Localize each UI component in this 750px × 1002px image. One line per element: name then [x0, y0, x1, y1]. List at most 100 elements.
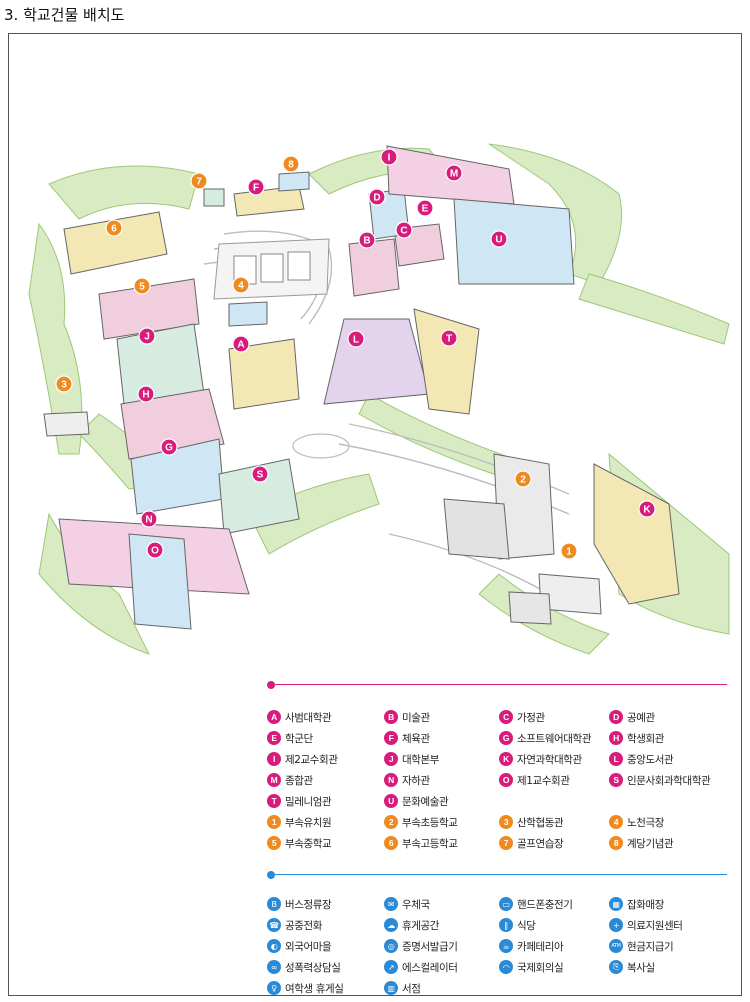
legend-facility-bookstore: ▥서점: [384, 980, 421, 995]
map-marker-6[interactable]: 6: [105, 219, 123, 237]
map-marker-label: G: [165, 443, 173, 454]
map-marker-c[interactable]: C: [395, 221, 413, 239]
map-marker-label: 2: [520, 475, 526, 486]
map-marker-4[interactable]: 4: [232, 276, 250, 294]
legend-label: 골프연습장: [517, 837, 564, 850]
legend-label: 핸드폰충전기: [517, 898, 573, 911]
map-marker-label: S: [257, 470, 264, 481]
page-title: 3. 학교건물 배치도: [4, 6, 125, 24]
legend-label: 자하관: [402, 774, 430, 787]
map-marker-l[interactable]: L: [347, 330, 365, 348]
legend-label: 밀레니엄관: [285, 795, 332, 808]
legend-badge: T: [267, 794, 281, 808]
legend-badge: B: [384, 710, 398, 724]
legend-label: 여학생 휴게실: [285, 982, 344, 995]
legend-facility-copy: ⎘ 복사실: [609, 959, 655, 975]
legend-label: 부속중학교: [285, 837, 332, 850]
map-marker-2[interactable]: 2: [514, 470, 532, 488]
map-marker-n[interactable]: N: [140, 510, 158, 528]
map-marker-u[interactable]: U: [490, 230, 508, 248]
map-marker-label: H: [142, 390, 149, 401]
legend-label: 휴게공간: [402, 919, 440, 932]
map-marker-a[interactable]: A: [232, 335, 250, 353]
legend-label: 소프트웨어대학관: [517, 732, 592, 745]
medical-icon: +: [609, 918, 623, 932]
map-markers: A B C D E F G H I J K L M NO S T U 1 2 3 4 5 6 7 8: [55, 148, 656, 560]
legend-label: 학생회관: [627, 732, 665, 745]
map-marker-label: D: [373, 193, 380, 204]
phone-charger-icon: ▭: [499, 897, 513, 911]
legend-badge: A: [267, 710, 281, 724]
payphone-icon: ☎: [267, 918, 281, 932]
map-marker-s[interactable]: S: [251, 465, 269, 483]
map-marker-i[interactable]: I: [380, 148, 398, 166]
legend-label: 서점: [402, 982, 421, 995]
map-marker-m[interactable]: M: [445, 164, 463, 182]
legend-badge: 8: [609, 836, 623, 850]
copy-icon: ⎘: [609, 960, 623, 974]
map-marker-t[interactable]: T: [440, 329, 458, 347]
legend-divider-buildings: [267, 681, 727, 689]
legend-label: 공중전화: [285, 919, 323, 932]
map-marker-1[interactable]: 1: [560, 542, 578, 560]
map-marker-label: 3: [61, 380, 67, 391]
legend-facility-lounge: ☁ 휴게공간: [384, 917, 439, 933]
map-marker-7[interactable]: 7: [190, 172, 208, 190]
legend-label: 카페테리아: [517, 940, 564, 953]
language-icon: ◐: [267, 939, 281, 953]
map-marker-label: M: [450, 169, 458, 180]
legend-label: 부속초등학교: [402, 816, 458, 829]
legend-label: 문화예술관: [402, 795, 449, 808]
lounge-icon: ☁: [384, 918, 398, 932]
map-marker-j[interactable]: J: [138, 327, 156, 345]
legend-badge: 6: [384, 836, 398, 850]
map-marker-label: U: [495, 235, 502, 246]
escalator-icon: ↗: [384, 960, 398, 974]
map-marker-label: E: [422, 204, 429, 215]
map-marker-b[interactable]: B: [358, 231, 376, 249]
map-marker-8[interactable]: 8: [282, 155, 300, 173]
legend-label: 중앙도서관: [627, 753, 674, 766]
map-marker-g[interactable]: G: [160, 438, 178, 456]
legend-facility-counseling: ∞성폭력상담실: [267, 959, 341, 975]
sports-field: [213, 238, 330, 300]
map-marker-o[interactable]: O: [146, 541, 164, 559]
map-marker-d[interactable]: D: [368, 188, 386, 206]
legend-label: 노천극장: [627, 816, 665, 829]
restaurant-icon: ‖: [499, 918, 513, 932]
map-marker-label: A: [237, 340, 244, 351]
map-marker-f[interactable]: F: [247, 178, 265, 196]
legend-label: 제1교수회관: [517, 774, 570, 787]
legend-label: 미술관: [402, 711, 430, 724]
map-marker-label: C: [400, 226, 407, 237]
map-marker-e[interactable]: E: [416, 199, 434, 217]
map-marker-3[interactable]: 3: [55, 375, 73, 393]
map-marker-5[interactable]: 5: [133, 277, 151, 295]
map-marker-label: L: [353, 335, 359, 346]
legend-facility-escalator: ↗에스컬레이터: [384, 959, 458, 975]
atm-icon: ATM: [609, 939, 623, 953]
legend-label: 계당기념관: [627, 837, 674, 850]
legend-label: 복사실: [627, 961, 655, 974]
legend-badge: N: [384, 773, 398, 787]
legend-label: 우체국: [402, 898, 430, 911]
map-marker-label: T: [446, 334, 452, 345]
legend-badge: E: [267, 731, 281, 745]
legend-badge: G: [499, 731, 513, 745]
mail-icon: ✉: [384, 897, 398, 911]
map-marker-h[interactable]: H: [137, 385, 155, 403]
legend-label: 현금지급기: [627, 940, 674, 953]
legend-badge: D: [609, 710, 623, 724]
legend-label: 체육관: [402, 732, 430, 745]
legend-facility-atm: ATM 현금지급기: [609, 938, 674, 954]
map-marker-k[interactable]: K: [638, 500, 656, 518]
